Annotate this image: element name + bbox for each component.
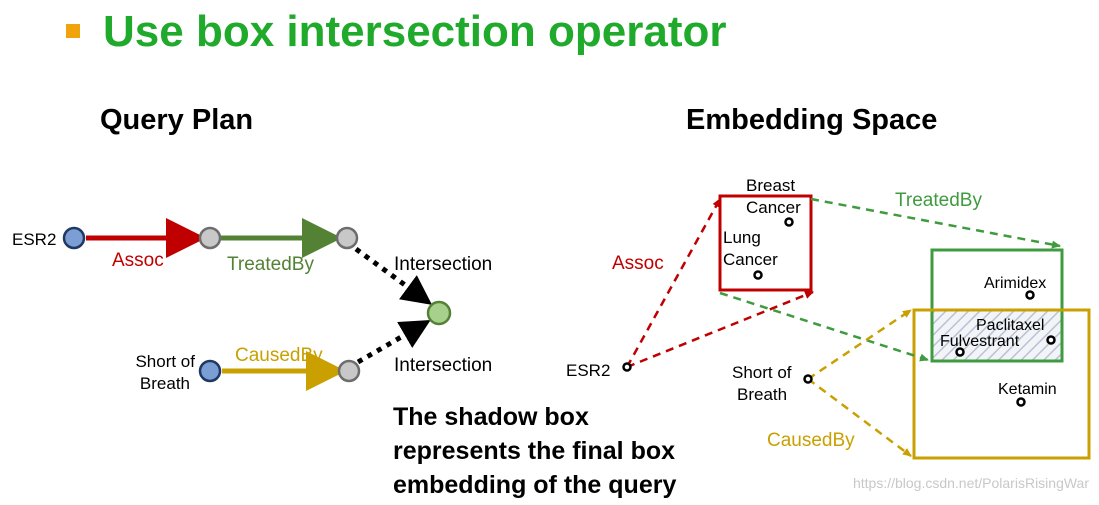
short-of-breath-anchor-node <box>198 359 222 383</box>
treated-by-arrow-upper <box>810 197 1061 249</box>
arimidex-point <box>1025 290 1035 300</box>
esr2-embedding-label: ESR2 <box>566 361 610 380</box>
arimidex-label: Arimidex <box>984 275 1046 292</box>
variable-node-2 <box>335 226 359 250</box>
esr2-label: ESR2 <box>12 230 56 249</box>
query-plan-heading: Query Plan <box>100 104 254 136</box>
slide-title: Use box intersection operator <box>103 7 727 56</box>
treated-by-relation-label: TreatedBy <box>895 190 982 211</box>
short-of-breath-label-line2: Breath <box>140 374 190 393</box>
paclitaxel-point <box>1046 335 1056 345</box>
breast-cancer-label-line1: Breast <box>746 176 795 195</box>
lung-cancer-label-line2: Cancer <box>723 250 778 269</box>
paclitaxel-label: Paclitaxel <box>976 317 1044 334</box>
variable-node-3 <box>337 359 361 383</box>
ketamin-label: Ketamin <box>998 381 1057 398</box>
assoc-arrow-lower <box>626 290 814 369</box>
assoc-arrow-upper <box>625 198 722 368</box>
variable-node-1 <box>198 226 222 250</box>
title-bullet <box>66 24 80 38</box>
treated-by-arrow-lower <box>719 291 929 362</box>
lung-cancer-label-line1: Lung <box>723 228 761 247</box>
caused-by-label: CausedBy <box>235 345 323 366</box>
esr2-anchor-node <box>62 226 86 250</box>
intersection-label-bottom: Intersection <box>394 355 492 376</box>
short-of-breath-point <box>803 374 813 384</box>
embedding-space-graph: ESR2 Assoc Breast Cancer Lung Cancer Tre… <box>566 176 1091 460</box>
short-of-breath-embedding-label-line1: Short of <box>732 363 792 382</box>
intersection-label-top: Intersection <box>394 254 492 275</box>
caused-by-box <box>912 308 1091 460</box>
assoc-label: Assoc <box>112 250 164 271</box>
caused-by-arrow-upper <box>807 308 912 381</box>
caption-line-3: embedding of the query <box>393 471 677 499</box>
query-plan-graph: ESR2 Assoc TreatedBy CausedBy Short of B… <box>12 218 492 393</box>
assoc-box <box>718 194 813 292</box>
fulvestrant-label: Fulvestrant <box>940 333 1020 350</box>
short-of-breath-embedding-label-line2: Breath <box>737 385 787 404</box>
caused-by-relation-label: CausedBy <box>767 430 855 451</box>
treated-by-label: TreatedBy <box>227 254 314 275</box>
caption: The shadow box represents the final box … <box>393 400 676 502</box>
intersection-edge-bottom <box>356 319 431 365</box>
embedding-space-heading: Embedding Space <box>686 104 938 136</box>
ketamin-point <box>1016 397 1026 407</box>
breast-cancer-label-line2: Cancer <box>746 198 801 217</box>
target-node <box>426 300 452 326</box>
watermark: https://blog.csdn.net/PolarisRisingWar <box>852 475 1089 491</box>
fulvestrant-point <box>955 347 965 357</box>
caption-line-2: represents the final box <box>393 437 676 465</box>
esr2-point <box>622 362 632 372</box>
caused-by-arrow-lower <box>807 377 912 458</box>
caption-line-1: The shadow box <box>393 403 589 431</box>
assoc-relation-label: Assoc <box>612 253 664 274</box>
treated-by-box <box>930 248 1064 363</box>
intersection-shadow-box <box>932 310 1062 361</box>
lung-cancer-point <box>753 270 763 280</box>
intersection-edge-top <box>354 246 433 305</box>
short-of-breath-label-line1: Short of <box>135 352 195 371</box>
breast-cancer-point <box>784 217 794 227</box>
